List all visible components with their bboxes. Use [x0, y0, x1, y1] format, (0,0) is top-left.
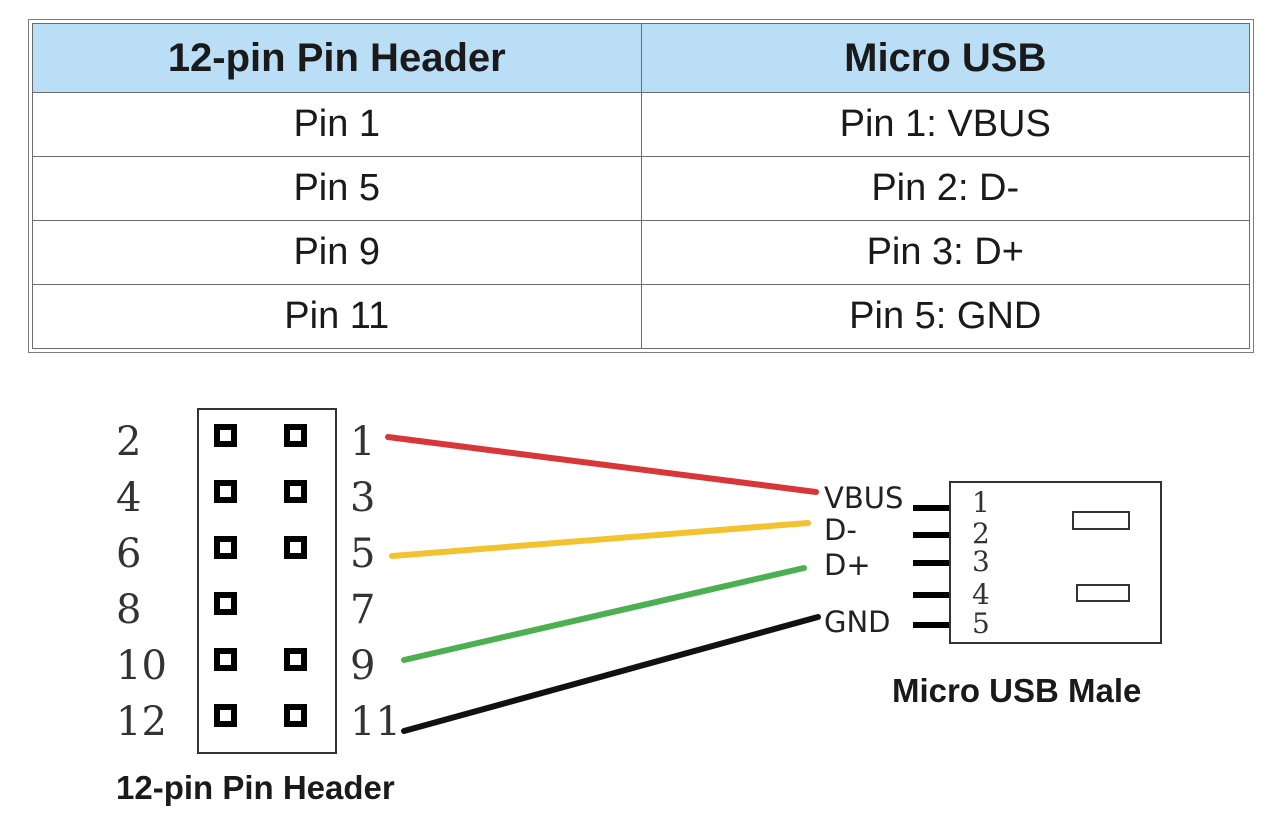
gnd-wire	[401, 614, 821, 734]
usb-pin-number-3: 3	[972, 545, 990, 578]
header-pin-pad	[284, 480, 307, 503]
header-pin-pad	[214, 704, 237, 727]
table-cell: Pin 5	[32, 156, 642, 221]
pin-header-body	[197, 408, 337, 754]
table-cell: Pin 11	[32, 284, 642, 349]
column-header-pin-header: 12-pin Pin Header	[32, 23, 642, 93]
micro-usb-body	[949, 481, 1162, 644]
usb-pin-number-1: 1	[972, 486, 990, 519]
header-pin-pad	[214, 480, 237, 503]
header-pin-number-5: 5	[350, 531, 375, 577]
table-cell: Pin 1: VBUS	[640, 92, 1250, 157]
header-pin-pad	[214, 424, 237, 447]
header-pin-number-10: 10	[116, 643, 167, 689]
table-row: Pin 9 Pin 3: D+	[32, 220, 1250, 285]
wiring-diagram: 2 4 6 8 10 12 1 3 5 7 9 11 VBUS D- D+ GN…	[0, 360, 1276, 834]
usb-slot	[1072, 511, 1130, 530]
table-cell: Pin 1	[32, 92, 642, 157]
header-pins	[214, 424, 307, 727]
header-pin-pad	[284, 424, 307, 447]
table-row: Pin 11 Pin 5: GND	[32, 284, 1250, 349]
d-plus-wire	[401, 565, 807, 663]
header-pin-pad	[214, 648, 237, 671]
header-pin-pad	[284, 648, 307, 671]
table-row: Pin 1 Pin 1: VBUS	[32, 92, 1250, 157]
header-pin-pad	[284, 536, 307, 559]
usb-pin-leads	[913, 505, 955, 628]
pin-header-caption: 12-pin Pin Header	[116, 769, 395, 806]
header-pin-number-4: 4	[116, 475, 141, 521]
header-pin-pad	[214, 536, 237, 559]
pin-table: 12-pin Pin Header Micro USB Pin 1 Pin 1:…	[32, 23, 1250, 349]
vbus-wire	[385, 434, 819, 495]
header-pin-number-3: 3	[350, 475, 375, 521]
header-pin-pad	[214, 592, 237, 615]
wiring-diagram-svg: 2 4 6 8 10 12 1 3 5 7 9 11 VBUS D- D+ GN…	[116, 408, 1162, 806]
pin-mapping-table: 12-pin Pin Header Micro USB Pin 1 Pin 1:…	[28, 19, 1254, 353]
header-pin-number-7: 7	[350, 587, 375, 633]
header-pin-pad	[284, 704, 307, 727]
header-pin-number-2: 2	[116, 419, 141, 465]
header-pin-number-11: 11	[350, 699, 401, 745]
signal-label-vbus: VBUS	[824, 481, 903, 515]
signal-label-gnd: GND	[824, 605, 891, 639]
table-cell: Pin 5: GND	[640, 284, 1250, 349]
signal-label-d-minus: D-	[824, 513, 857, 547]
table-row: Pin 5 Pin 2: D-	[32, 156, 1250, 221]
micro-usb-caption: Micro USB Male	[892, 672, 1141, 709]
usb-pin-number-5: 5	[972, 607, 990, 640]
column-header-micro-usb: Micro USB	[640, 23, 1250, 93]
table-cell: Pin 3: D+	[640, 220, 1250, 285]
signal-label-d-plus: D+	[824, 548, 871, 582]
usb-pin-number-4: 4	[972, 578, 990, 611]
header-pin-number-6: 6	[116, 531, 141, 577]
header-pin-number-9: 9	[350, 643, 375, 689]
table-cell: Pin 2: D-	[640, 156, 1250, 221]
header-pin-number-1: 1	[350, 419, 375, 465]
header-pin-number-8: 8	[116, 587, 141, 633]
usb-pin-number-2: 2	[972, 517, 990, 550]
table-header-row: 12-pin Pin Header Micro USB	[32, 23, 1250, 93]
table-cell: Pin 9	[32, 220, 642, 285]
usb-slot	[1076, 584, 1130, 602]
d-minus-wire	[389, 520, 811, 559]
header-pin-number-12: 12	[116, 699, 167, 745]
